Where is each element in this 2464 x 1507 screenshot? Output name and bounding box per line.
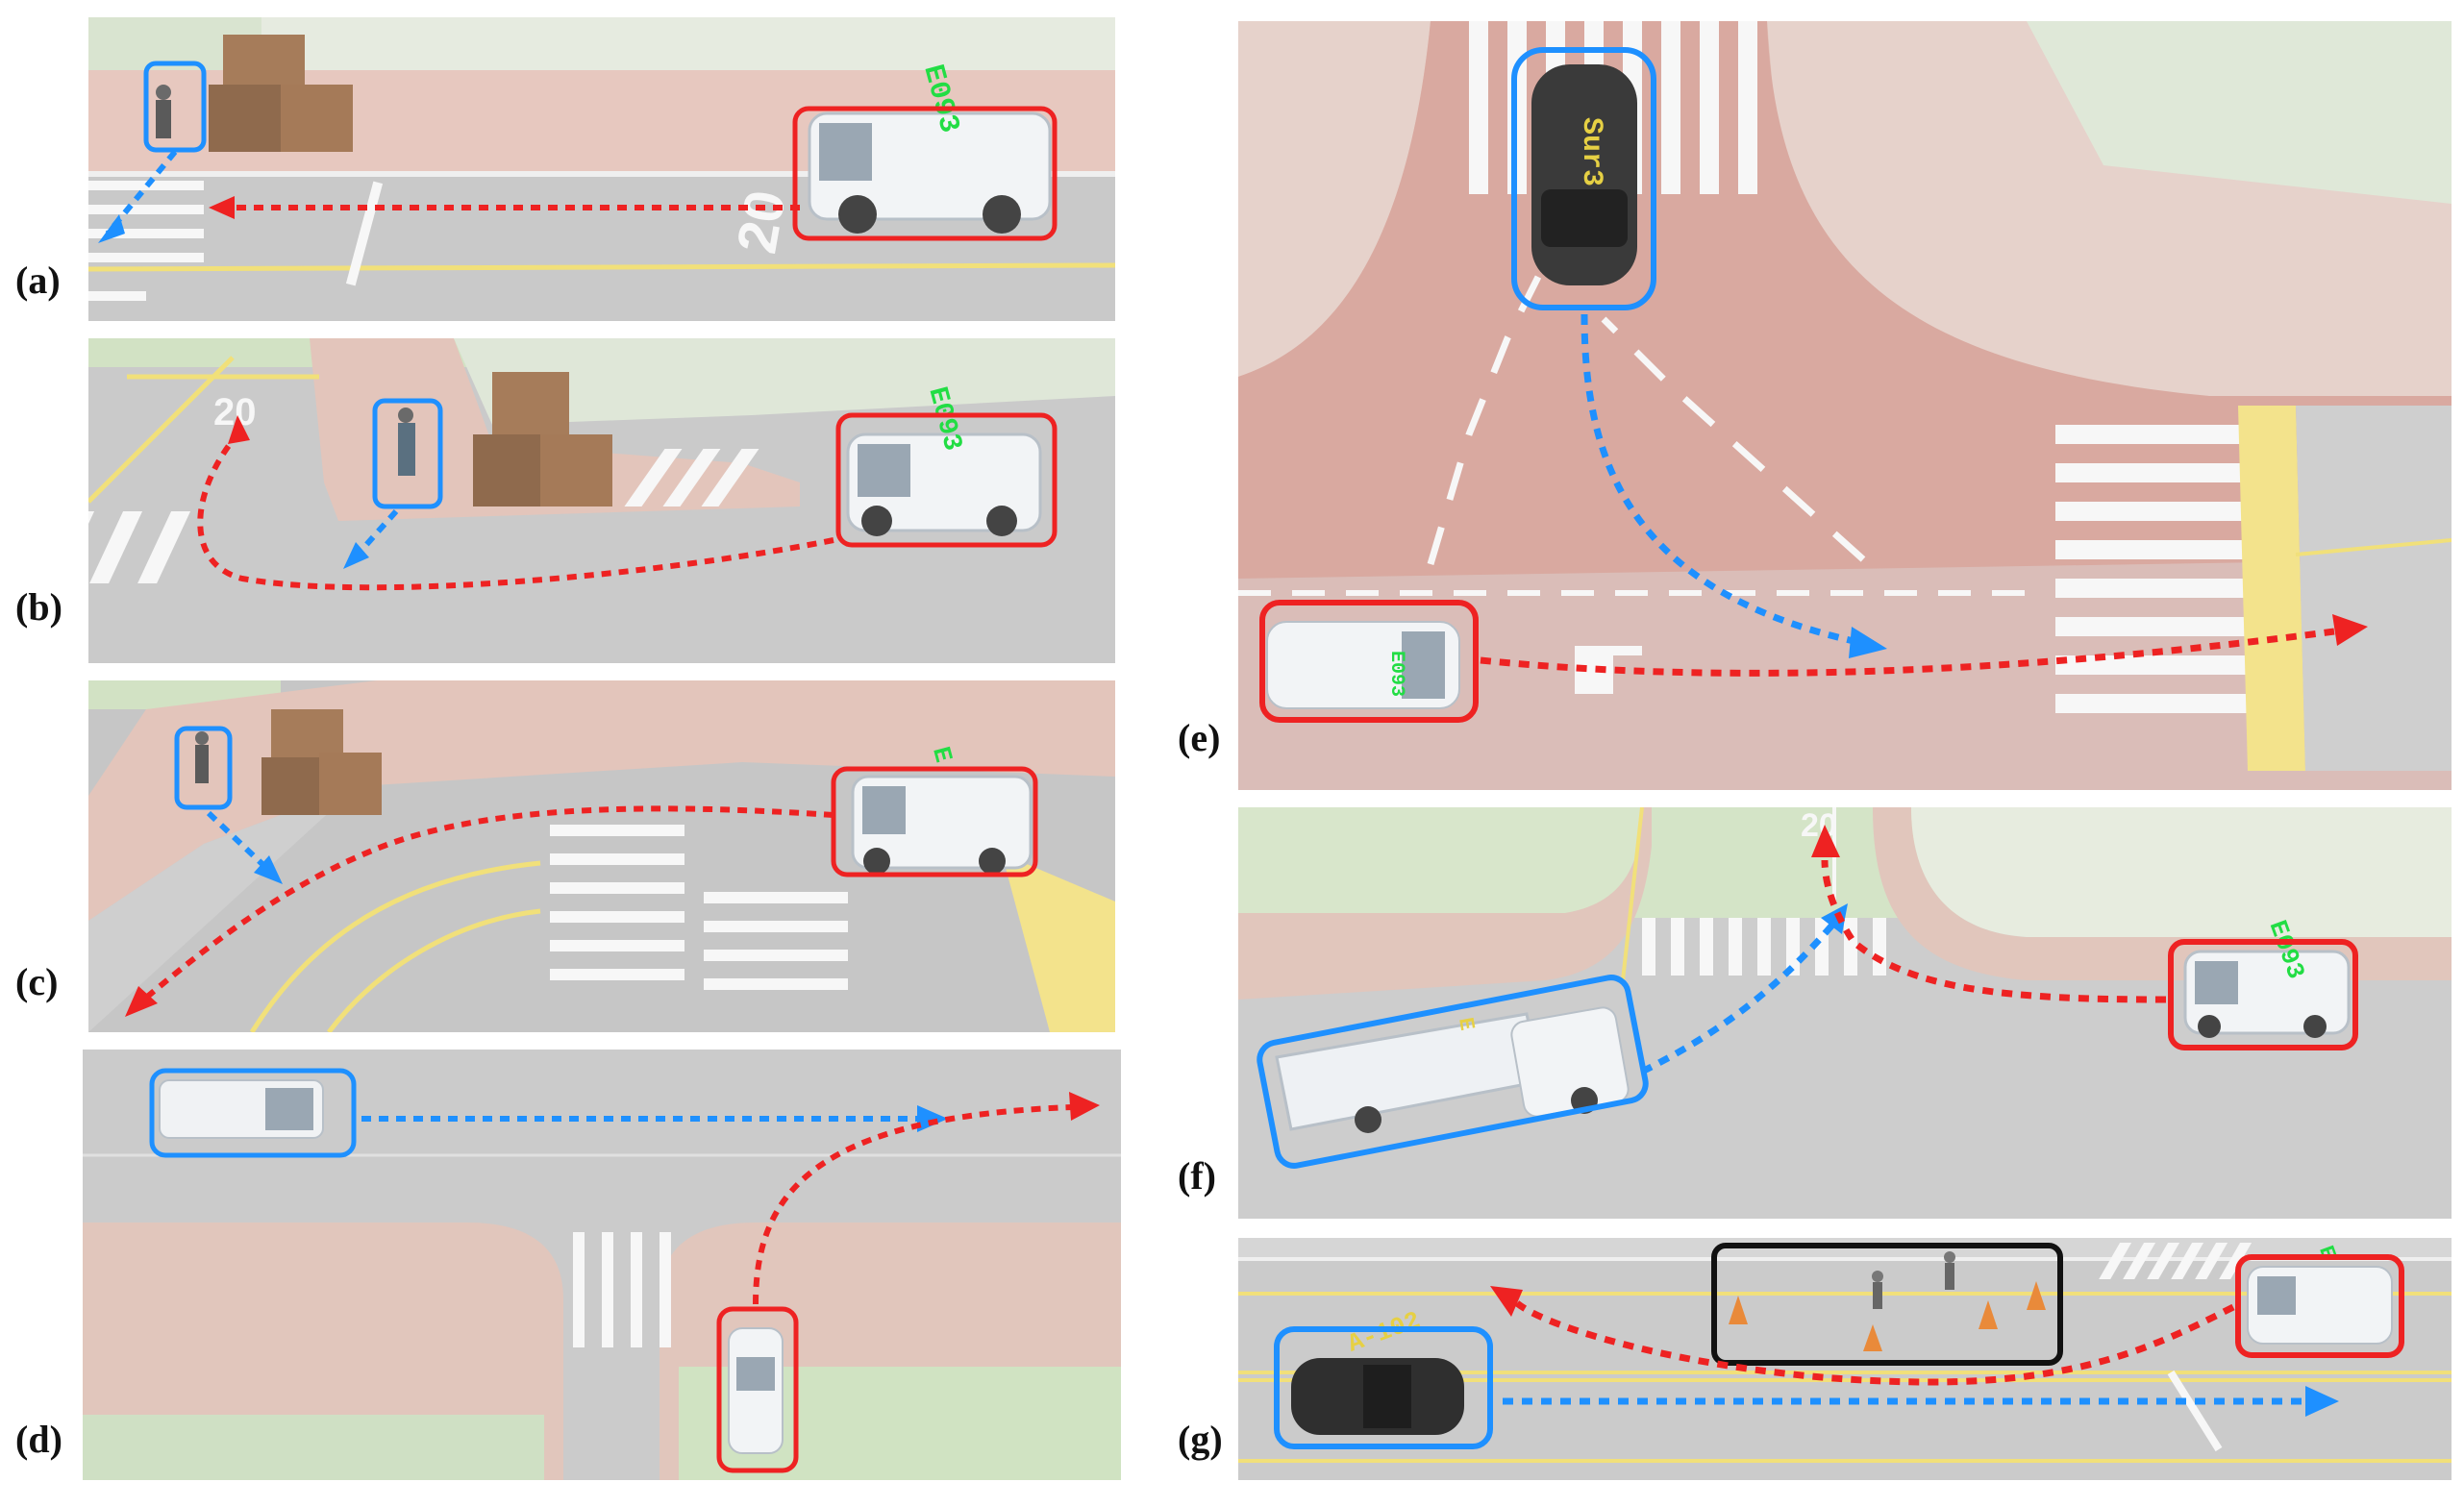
ego-vehicle-box-f — [2168, 939, 2358, 1050]
other-vehicle-box-d — [149, 1068, 357, 1158]
scenario-panel-b: 20 E093 — [88, 338, 1115, 663]
ego-vehicle-box-e — [1259, 600, 1479, 723]
scenario-panel-e: Sur3 E093 — [1238, 21, 2452, 790]
pedestrian-arrowhead-c — [254, 855, 283, 884]
panel-label-g: (g) — [1178, 1418, 1223, 1461]
pedestrian-b — [398, 408, 415, 476]
scene-g: A-102 E — [1238, 1238, 2452, 1480]
ego-vehicle-box-g — [2235, 1254, 2404, 1358]
pedestrian-trajectory-c — [206, 810, 269, 871]
ego-vehicle-box-c — [831, 766, 1038, 877]
crate-stack-c — [261, 709, 382, 815]
obstacle-zone-box-g — [1711, 1243, 2063, 1366]
panel-label-e: (e) — [1178, 716, 1221, 759]
panel-label-a: (a) — [15, 259, 61, 302]
scenario-panel-g: A-102 E — [1238, 1238, 2452, 1480]
ego-arrowhead-a — [209, 196, 235, 219]
crate-stack-a — [209, 35, 353, 152]
other-arrowhead-d — [917, 1105, 948, 1132]
scene-a: 20 E093 — [88, 17, 1115, 321]
pickup-truck-d — [159, 1079, 324, 1139]
ego-van-f — [2183, 950, 2351, 1038]
ego-arrowhead-c — [125, 986, 158, 1017]
ego-arrowhead-b — [228, 415, 250, 444]
scene-b: 20 E093 — [88, 338, 1115, 663]
van-a — [808, 111, 1052, 234]
workers-g — [1872, 1251, 1955, 1309]
other-car-e — [1531, 64, 1637, 285]
pedestrian-box-b — [372, 398, 443, 509]
road-number-f: 20 — [1801, 807, 1837, 844]
scenario-panel-c: E — [88, 680, 1115, 1032]
pedestrian-a — [156, 85, 171, 138]
plate-label-c: E — [926, 744, 958, 766]
other-arrowhead-e — [1849, 627, 1887, 658]
other-vehicle-box-g — [1274, 1326, 1493, 1449]
ego-arrowhead-d — [1069, 1092, 1100, 1121]
pedestrian-arrowhead-a — [98, 214, 125, 243]
ego-trajectory-b — [197, 432, 834, 591]
other-vehicle-box-f — [1257, 975, 1649, 1169]
pedestrian-box-a — [143, 61, 207, 153]
scenario-panel-d — [83, 1050, 1121, 1480]
ego-arrowhead-g — [1490, 1286, 1523, 1317]
scene-c: E — [88, 680, 1115, 1032]
other-arrowhead-g — [2305, 1386, 2339, 1417]
scenario-panel-f: 20 E E093 — [1238, 807, 2452, 1219]
plate-label-e-ego: E093 — [1385, 651, 1407, 697]
ego-trajectory-f — [1821, 859, 2167, 1003]
other-car-g — [1291, 1358, 1464, 1435]
road-number-a: 20 — [725, 185, 797, 258]
ego-car-d — [728, 1327, 784, 1454]
scene-e: Sur3 E093 — [1238, 21, 2452, 790]
plate-label-e-other: Sur3 — [1575, 117, 1607, 186]
ego-trajectory-d — [753, 1104, 1074, 1305]
scenario-panel-a: 20 E093 — [88, 17, 1115, 321]
panel-label-c: (c) — [15, 960, 59, 1003]
flatbed-truck-f — [1275, 1006, 1630, 1133]
other-vehicle-box-e — [1511, 47, 1656, 310]
ego-arrowhead-e — [2332, 614, 2368, 646]
ego-vehicle-box-d — [716, 1306, 799, 1473]
panel-label-f: (f) — [1178, 1154, 1216, 1198]
van-b — [846, 432, 1042, 536]
plate-label-f-other: E — [1453, 1016, 1479, 1032]
ego-trajectory-g — [1514, 1300, 2235, 1386]
ego-arrowhead-f — [1811, 825, 1840, 857]
panel-label-b: (b) — [15, 585, 62, 629]
ego-trajectory-c — [144, 805, 834, 1001]
crate-stack-b — [473, 372, 612, 506]
construction-cones-g — [1729, 1281, 2046, 1351]
pedestrian-arrowhead-b — [343, 542, 369, 569]
ego-vehicle-box-a — [792, 106, 1058, 241]
ego-trajectory-e — [1480, 628, 2335, 677]
other-arrowhead-f — [1821, 903, 1848, 934]
pedestrian-c — [195, 731, 209, 783]
ego-van-e — [1266, 621, 1460, 709]
other-trajectory-f — [1640, 920, 1837, 1075]
scene-d — [83, 1050, 1121, 1480]
ego-vehicle-box-b — [835, 412, 1058, 548]
ego-van-g — [2247, 1266, 2393, 1345]
van-c — [851, 775, 1033, 875]
panel-label-d: (d) — [15, 1418, 62, 1461]
scene-f: 20 E E093 — [1238, 807, 2452, 1219]
pedestrian-box-c — [174, 726, 233, 810]
